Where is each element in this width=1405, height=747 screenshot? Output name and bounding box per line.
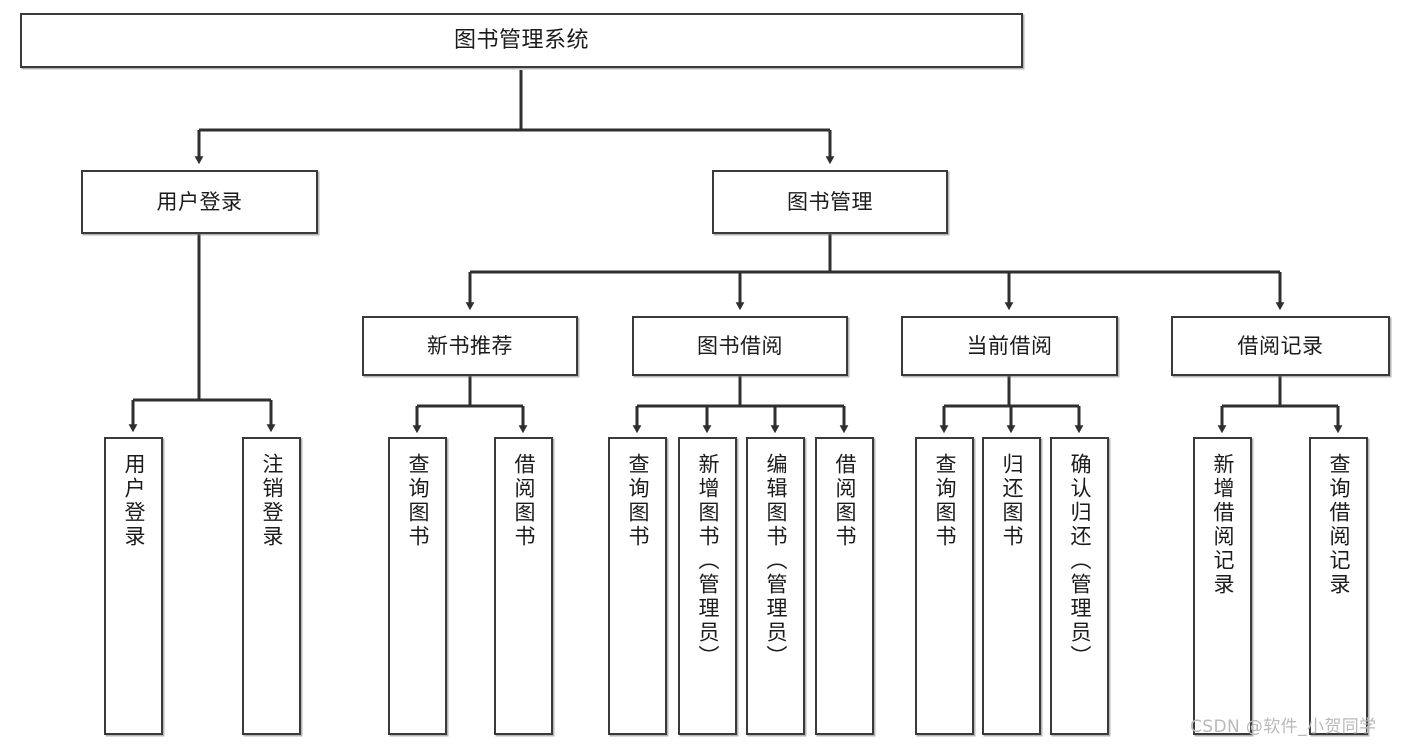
node-leaf-add-borrow-record[interactable]: 新增借阅记录 [1193, 437, 1252, 735]
node-label: 新增图书（管理员） [696, 453, 720, 669]
node-book-management[interactable]: 图书管理 [712, 170, 948, 234]
node-label: 图书借阅 [697, 333, 783, 358]
node-label: 查询借阅记录 [1327, 453, 1351, 597]
node-label: 借阅图书 [512, 453, 536, 549]
node-leaf-logout[interactable]: 注销登录 [242, 437, 301, 735]
node-label: 用户登录 [156, 189, 243, 214]
node-borrow-record[interactable]: 借阅记录 [1171, 316, 1390, 376]
node-current-borrow[interactable]: 当前借阅 [901, 316, 1118, 376]
node-label: 借阅图书 [833, 453, 857, 549]
node-label: 查询图书 [406, 453, 430, 549]
node-label: 查询图书 [626, 453, 650, 549]
node-label: 图书管理 [787, 189, 873, 214]
node-leaf-query-book-current[interactable]: 查询图书 [915, 437, 974, 735]
node-book-borrow[interactable]: 图书借阅 [632, 316, 848, 376]
node-leaf-borrow-book-recommend[interactable]: 借阅图书 [494, 437, 553, 735]
node-user-login[interactable]: 用户登录 [81, 170, 318, 234]
node-leaf-confirm-return-admin[interactable]: 确认归还（管理员） [1050, 437, 1109, 735]
node-label: 新增借阅记录 [1211, 453, 1235, 597]
node-label: 图书管理系统 [453, 27, 589, 53]
node-leaf-query-borrow-record[interactable]: 查询借阅记录 [1309, 437, 1368, 735]
node-leaf-query-book-recommend[interactable]: 查询图书 [388, 437, 447, 735]
node-leaf-return-book[interactable]: 归还图书 [982, 437, 1041, 735]
node-label: 当前借阅 [966, 333, 1053, 358]
node-leaf-edit-book-admin[interactable]: 编辑图书（管理员） [746, 437, 805, 735]
node-leaf-borrow-book[interactable]: 借阅图书 [815, 437, 874, 735]
csdn-watermark: CSDN @软件_小贺同学 [1190, 717, 1377, 737]
node-label: 确认归还（管理员） [1068, 453, 1092, 669]
node-label: 用户登录 [122, 453, 146, 549]
node-leaf-add-book-admin[interactable]: 新增图书（管理员） [678, 437, 737, 735]
node-label: 归还图书 [1000, 453, 1024, 549]
node-leaf-query-book-borrow[interactable]: 查询图书 [608, 437, 667, 735]
node-label: 编辑图书（管理员） [764, 453, 788, 669]
node-label: 借阅记录 [1237, 333, 1324, 358]
node-root-book-management-system[interactable]: 图书管理系统 [20, 13, 1023, 68]
node-label: 查询图书 [933, 453, 957, 549]
node-label: 注销登录 [260, 453, 284, 549]
node-leaf-user-login[interactable]: 用户登录 [104, 437, 163, 735]
node-new-book-recommend[interactable]: 新书推荐 [362, 316, 578, 376]
node-label: 新书推荐 [427, 333, 513, 358]
